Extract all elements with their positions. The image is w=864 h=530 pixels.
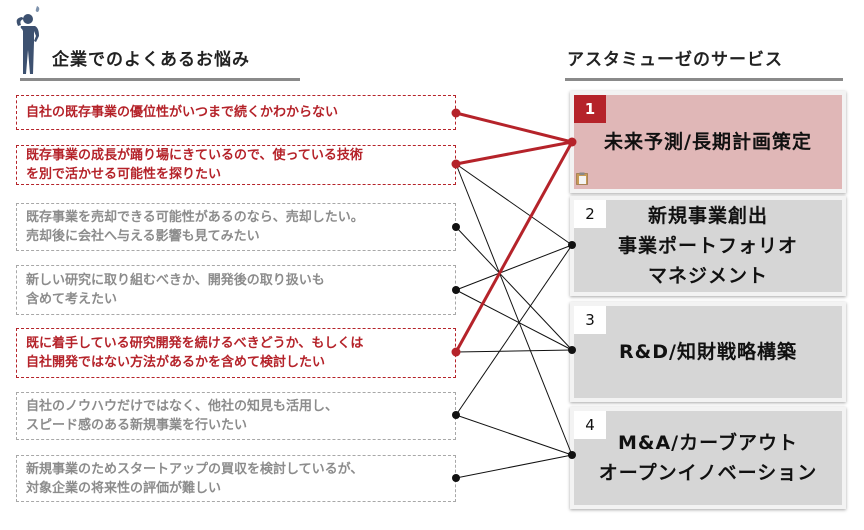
concern-box: 自社のノウハウだけではなく、他社の知見も活用し、 スピード感のある新規事業を行い…: [16, 392, 456, 440]
service-card: 新規事業創出 事業ポートフォリオ マネジメント 2: [570, 196, 846, 296]
connection-line: [455, 163, 573, 456]
connection-line: [455, 140, 573, 166]
connection-line: [455, 226, 573, 351]
service-card: 未来予測/長期計画策定 1: [570, 91, 846, 193]
clipboard-icon: [576, 172, 588, 185]
connection-line: [455, 244, 573, 291]
services-heading: アスタミューゼのサービス: [567, 50, 783, 70]
connection-line: [455, 111, 573, 144]
service-number-badge: 2: [574, 200, 606, 228]
concern-box: 既に着手している研究開発を続けるべきどうか、もしくは 自社開発ではない方法がある…: [16, 328, 456, 378]
concern-text: 既存事業の成長が踊り場にきているので、使っている技術 を別で活かせる可能性を探り…: [26, 148, 363, 182]
services-heading-rule: [565, 78, 843, 81]
connection-line: [455, 349, 573, 353]
concern-box: 既存事業の成長が踊り場にきているので、使っている技術 を別で活かせる可能性を探り…: [16, 145, 456, 185]
service-number-badge: 4: [574, 411, 606, 439]
concern-text: 新しい研究に取り組むべきか、開発後の取り扱いも 含めて考えたい: [26, 273, 325, 307]
connection-line: [455, 414, 573, 456]
concern-text: 自社の既存事業の優位性がいつまで続くかわからない: [26, 105, 339, 120]
service-number-badge: 3: [574, 306, 606, 334]
concerns-heading: 企業でのよくあるお悩み: [52, 50, 250, 70]
service-number-badge: 1: [574, 95, 606, 123]
connection-line: [454, 141, 574, 353]
service-title: 未来予測/長期計画策定: [604, 131, 812, 153]
concern-text: 既存事業を売却できる可能性があるのなら、売却したい。 売却後に会社へ与える影響も…: [26, 210, 364, 244]
connection-line: [455, 163, 573, 246]
concern-text: 自社のノウハウだけではなく、他社の知見も活用し、 スピード感のある新規事業を行い…: [26, 399, 339, 433]
service-card: R&D/知財戦略構築 3: [570, 302, 846, 402]
concern-text: 既に着手している研究開発を続けるべきどうか、もしくは 自社開発ではない方法がある…: [26, 336, 364, 370]
service-title: M&A/カーブアウト オープンイノベーション: [598, 432, 818, 484]
service-title: R&D/知財戦略構築: [619, 341, 797, 363]
concern-box: 新規事業のためスタートアップの買収を検討しているが、 対象企業の将来性の評価が難…: [16, 455, 456, 502]
connection-line: [455, 454, 573, 479]
connection-line: [455, 244, 573, 416]
concern-box: 新しい研究に取り組むべきか、開発後の取り扱いも 含めて考えたい: [16, 265, 456, 315]
concerns-heading-rule: [20, 78, 300, 81]
connection-line: [455, 289, 573, 351]
service-title: 新規事業創出 事業ポートフォリオ マネジメント: [617, 205, 798, 287]
thinking-businessman-icon: [16, 6, 40, 74]
concern-box: 自社の既存事業の優位性がいつまで続くかわからない: [16, 95, 456, 130]
concern-text: 新規事業のためスタートアップの買収を検討しているが、 対象企業の将来性の評価が難…: [26, 461, 364, 496]
concern-box: 既存事業を売却できる可能性があるのなら、売却したい。 売却後に会社へ与える影響も…: [16, 203, 456, 251]
